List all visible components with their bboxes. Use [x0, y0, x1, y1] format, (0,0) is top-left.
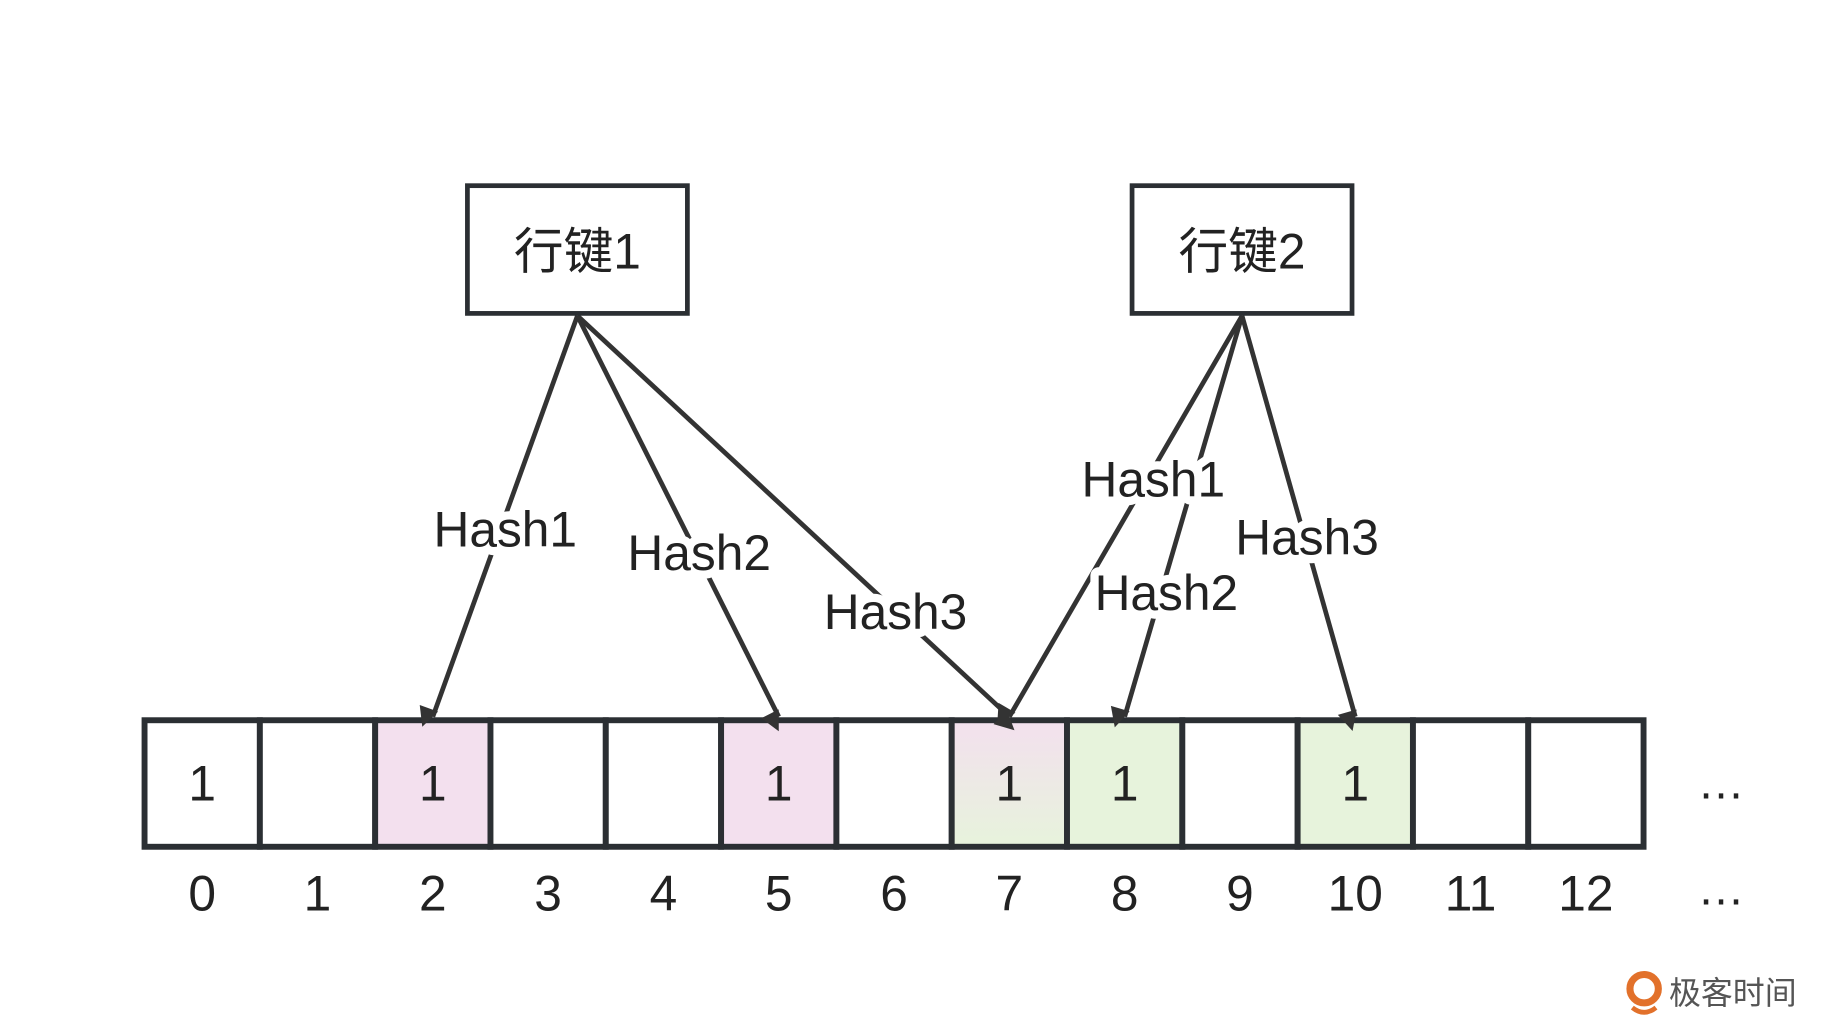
- bit-index: 12: [1558, 866, 1613, 922]
- logo-text: 极客时间: [1669, 974, 1797, 1012]
- bit-cell-6: [833, 717, 955, 850]
- bit-value: 1: [1111, 756, 1139, 812]
- hash-label: Hash1: [1082, 452, 1226, 508]
- logo-icon: [1626, 970, 1662, 1007]
- hash-arrow: [1239, 315, 1358, 731]
- bit-value: 1: [1341, 756, 1369, 812]
- ellipsis-cells: …: [1697, 756, 1744, 809]
- row-key-1-box: [465, 183, 690, 316]
- bit-index: 5: [765, 866, 793, 922]
- bit-cell-9: [1179, 717, 1301, 850]
- bit-index: 8: [1111, 866, 1139, 922]
- bit-index: 9: [1226, 866, 1254, 922]
- bit-value: 1: [188, 756, 216, 812]
- hash-arrow: [575, 314, 781, 732]
- hash-label: Hash2: [627, 525, 771, 581]
- bit-index: 6: [880, 866, 908, 922]
- bit-index: 0: [188, 866, 216, 922]
- hash-label: Hash3: [1235, 510, 1379, 566]
- bit-value: 1: [996, 756, 1024, 812]
- bit-value: 1: [765, 756, 793, 812]
- bit-cell-4: [602, 717, 725, 850]
- bit-index: 11: [1445, 866, 1497, 922]
- logo: 极客时间: [1626, 970, 1797, 1015]
- bit-index: 3: [534, 866, 562, 922]
- bit-cell-0: [141, 717, 263, 850]
- ellipsis-indices: …: [1697, 863, 1744, 916]
- bit-index: 4: [650, 866, 678, 922]
- row-key-2-box: [1129, 183, 1355, 316]
- bit-cell-2: [372, 717, 494, 850]
- bit-cell-12: [1525, 717, 1647, 850]
- hash-arrow: [1110, 315, 1245, 728]
- bit-index: 2: [419, 866, 447, 922]
- hash-label: Hash3: [824, 584, 968, 640]
- row-key-label: 行键1: [514, 223, 641, 279]
- bit-cell-1: [256, 717, 379, 850]
- bit-value: 1: [419, 756, 447, 812]
- row-keys: 行键1 行键2: [465, 183, 1355, 316]
- hash-label: Hash1: [433, 501, 577, 557]
- hash-label: Hash2: [1095, 565, 1239, 621]
- hash-arrow: [575, 314, 1015, 731]
- hash-arrow: [419, 314, 580, 727]
- logo-icon-tail: [1630, 1005, 1658, 1015]
- bit-index: 7: [996, 866, 1024, 922]
- hash-arrow: [997, 314, 1245, 725]
- bit-index: 1: [304, 866, 332, 922]
- bit-index: 10: [1328, 866, 1383, 922]
- bit-cell-3: [487, 717, 609, 850]
- row-key-label: 行键2: [1179, 223, 1306, 279]
- bit-cell-11: [1409, 717, 1532, 850]
